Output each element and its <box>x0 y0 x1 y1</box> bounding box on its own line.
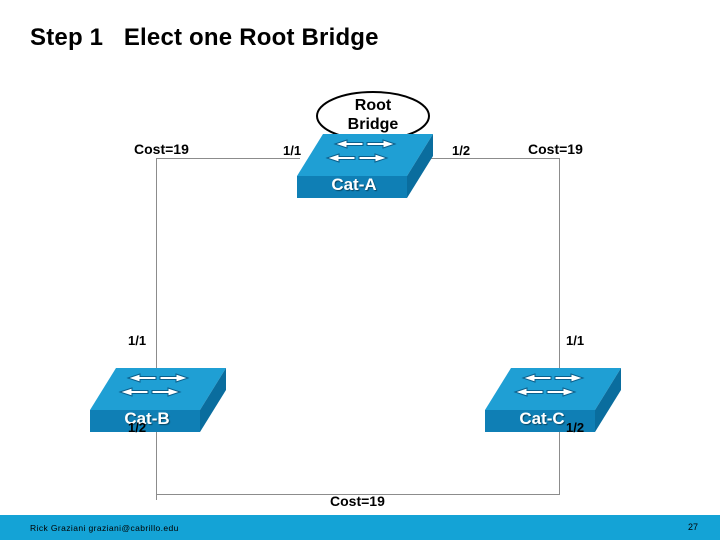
switch-cat-c[interactable]: Cat-C <box>483 362 633 436</box>
topology-diagram: Root Bridge Cat-A <box>0 70 720 509</box>
port-label-cat-a-1-1: 1/1 <box>283 143 302 158</box>
link-line-right <box>559 158 560 494</box>
link-line-top-left <box>156 158 300 159</box>
link-line-top-right <box>430 158 560 159</box>
page-title: Step 1 Elect one Root Bridge <box>30 24 379 51</box>
port-label-cat-b-1-2: 1/2 <box>128 420 147 435</box>
port-label-cat-a-1-2: 1/2 <box>452 143 471 158</box>
root-bridge-line2: Bridge <box>347 116 399 133</box>
switch-icon <box>485 368 621 432</box>
link-line-bottom <box>156 494 560 495</box>
link-line-left <box>156 158 157 500</box>
cost-label-left: Cost=19 <box>134 141 189 157</box>
switch-icon <box>90 368 226 432</box>
port-label-cat-b-1-1: 1/1 <box>128 333 147 348</box>
port-label-cat-c-1-2: 1/2 <box>566 420 585 435</box>
switch-icon <box>297 134 433 198</box>
cost-label-right: Cost=19 <box>528 141 583 157</box>
footer-accent-bar <box>0 515 720 540</box>
switch-cat-a[interactable]: Cat-A <box>295 128 445 202</box>
footer-author: Rick Graziani graziani@cabrillo.edu <box>30 523 179 533</box>
switch-cat-b[interactable]: Cat-B <box>88 362 238 436</box>
root-bridge-callout: Root Bridge <box>314 88 432 144</box>
page-number: 27 <box>687 522 698 532</box>
cost-label-bottom: Cost=19 <box>330 493 385 509</box>
port-label-cat-c-1-1: 1/1 <box>566 333 585 348</box>
root-bridge-callout-text: Root Bridge <box>314 96 432 134</box>
root-bridge-line1: Root <box>354 97 392 114</box>
